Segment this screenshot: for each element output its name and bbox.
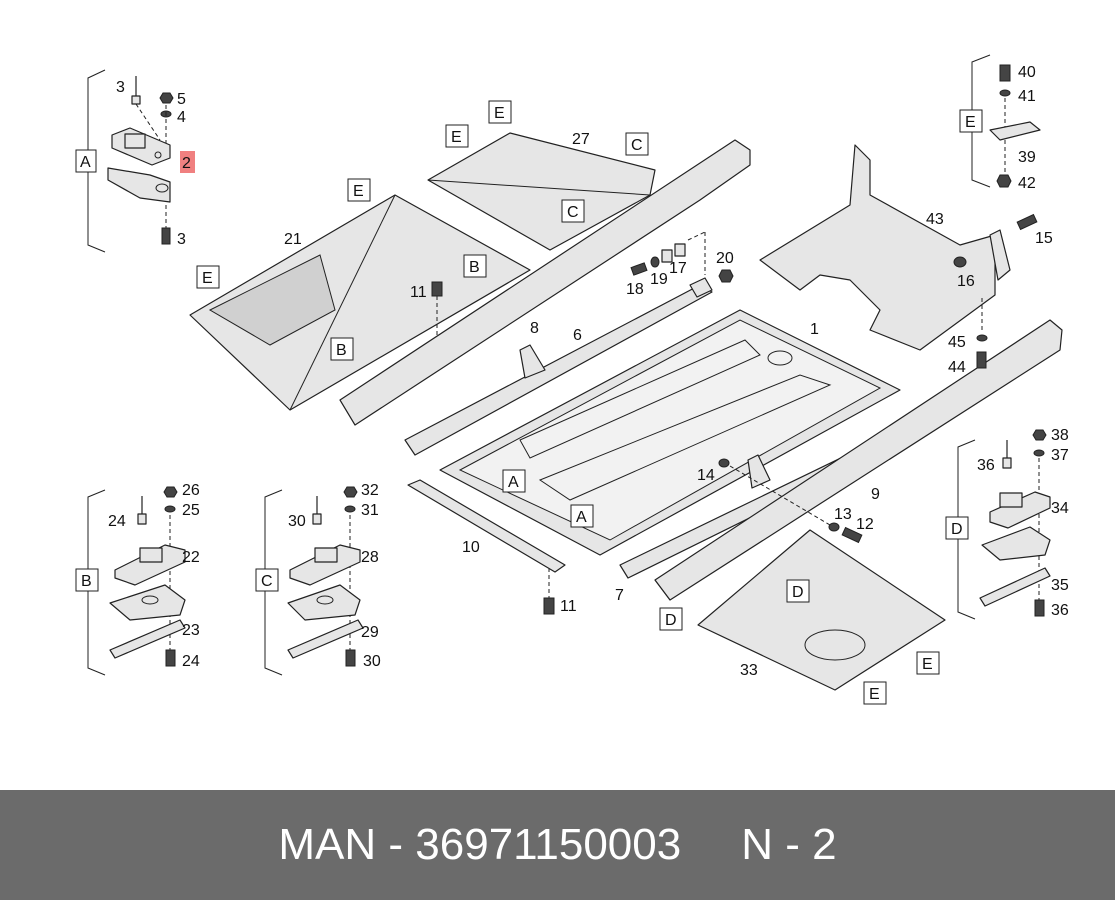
svg-text:29: 29 xyxy=(361,624,379,641)
panel-43: 43 16 15 45 44 xyxy=(759,144,1053,376)
svg-text:11: 11 xyxy=(410,284,427,301)
fasteners-12-13-14: 14 13 12 xyxy=(697,458,874,544)
rail-8: 8 xyxy=(339,139,751,426)
svg-text:A: A xyxy=(508,474,519,491)
svg-text:2: 2 xyxy=(182,155,191,172)
svg-text:37: 37 xyxy=(1051,447,1069,464)
svg-text:39: 39 xyxy=(1018,149,1036,166)
svg-text:45: 45 xyxy=(948,334,966,351)
svg-text:E: E xyxy=(353,183,364,200)
svg-text:E: E xyxy=(922,656,933,673)
svg-text:6: 6 xyxy=(573,327,582,344)
svg-text:25: 25 xyxy=(182,502,200,519)
svg-text:28: 28 xyxy=(361,549,379,566)
svg-text:43: 43 xyxy=(926,211,944,228)
svg-text:E: E xyxy=(202,270,213,287)
footer-brand: MAN xyxy=(278,820,377,869)
floor-plate-1: 1 A A xyxy=(439,309,901,556)
svg-text:A: A xyxy=(576,509,587,526)
svg-text:3: 3 xyxy=(116,79,125,96)
svg-text:4: 4 xyxy=(177,109,186,126)
rail-10: 10 xyxy=(407,479,566,573)
group-e-detail: 40 41 39 42 E xyxy=(959,54,1041,192)
svg-text:19: 19 xyxy=(650,271,668,288)
svg-text:31: 31 xyxy=(361,502,379,519)
bolt-11-upper: 11 xyxy=(410,281,443,345)
svg-text:30: 30 xyxy=(288,513,306,530)
svg-text:40: 40 xyxy=(1018,64,1036,81)
highlight-part-2 xyxy=(180,151,195,173)
parts-diagram: 3 5 4 2 3 A 21 E E B B 11 27 E E C C xyxy=(75,54,1069,705)
svg-text:A: A xyxy=(80,154,91,171)
svg-text:36: 36 xyxy=(1051,602,1069,619)
svg-text:36: 36 xyxy=(977,457,995,474)
bolt-11-lower: 11 xyxy=(543,568,577,615)
svg-text:15: 15 xyxy=(1035,230,1053,247)
group-b-detail: 26 25 24 22 23 24 B xyxy=(75,482,200,676)
svg-text:C: C xyxy=(631,137,643,154)
footer-position-separator: - xyxy=(785,820,800,869)
svg-text:B: B xyxy=(469,259,480,276)
svg-text:D: D xyxy=(665,612,677,629)
panel-33: 33 D D E E xyxy=(659,529,946,705)
svg-text:B: B xyxy=(336,342,347,359)
svg-text:E: E xyxy=(451,129,462,146)
footer-banner: MAN - 36971150003 N - 2 xyxy=(0,790,1115,900)
fasteners-17-20: 18 19 17 20 xyxy=(626,231,734,298)
svg-text:34: 34 xyxy=(1051,500,1069,517)
svg-text:C: C xyxy=(567,204,579,221)
footer-part-number: 36971150003 xyxy=(415,820,682,869)
svg-text:24: 24 xyxy=(108,513,126,530)
svg-text:C: C xyxy=(261,573,273,590)
rail-6: 6 xyxy=(404,284,713,456)
svg-text:7: 7 xyxy=(615,587,624,604)
svg-text:10: 10 xyxy=(462,539,480,556)
svg-text:17: 17 xyxy=(669,260,687,277)
svg-text:30: 30 xyxy=(363,653,381,670)
panel-27: 27 E E C C xyxy=(427,100,656,251)
section-label-a: A xyxy=(75,149,97,173)
svg-text:21: 21 xyxy=(284,231,302,248)
svg-text:5: 5 xyxy=(177,91,186,108)
svg-text:E: E xyxy=(494,105,505,122)
svg-text:38: 38 xyxy=(1051,427,1069,444)
svg-text:14: 14 xyxy=(697,467,715,484)
svg-text:18: 18 xyxy=(626,281,644,298)
footer-separator: - xyxy=(388,820,404,869)
svg-text:E: E xyxy=(869,686,880,703)
svg-text:16: 16 xyxy=(957,273,975,290)
svg-text:24: 24 xyxy=(182,653,200,670)
svg-text:26: 26 xyxy=(182,482,200,499)
svg-text:E: E xyxy=(965,114,976,131)
svg-text:27: 27 xyxy=(572,131,590,148)
svg-text:8: 8 xyxy=(530,320,539,337)
svg-text:41: 41 xyxy=(1018,88,1036,105)
svg-text:9: 9 xyxy=(871,486,880,503)
svg-text:23: 23 xyxy=(182,622,200,639)
svg-text:32: 32 xyxy=(361,482,379,499)
svg-text:22: 22 xyxy=(182,549,200,566)
group-d-detail: 38 37 36 34 35 36 D xyxy=(945,427,1069,620)
svg-text:3: 3 xyxy=(177,231,186,248)
group-c-detail: 32 31 30 28 29 30 C xyxy=(255,482,381,676)
svg-text:D: D xyxy=(792,584,804,601)
svg-text:44: 44 xyxy=(948,359,966,376)
svg-text:42: 42 xyxy=(1018,175,1036,192)
svg-text:20: 20 xyxy=(716,250,734,267)
panel-21: 21 E E B B xyxy=(189,178,531,411)
footer-position-number: 2 xyxy=(812,820,837,869)
svg-text:13: 13 xyxy=(834,506,852,523)
footer-position-prefix: N xyxy=(741,820,773,869)
svg-text:11: 11 xyxy=(560,598,577,615)
group-a-detail: 3 5 4 2 3 A xyxy=(75,69,195,253)
svg-text:12: 12 xyxy=(856,516,874,533)
svg-text:B: B xyxy=(81,573,92,590)
svg-text:33: 33 xyxy=(740,662,758,679)
svg-text:1: 1 xyxy=(810,321,819,338)
svg-text:35: 35 xyxy=(1051,577,1069,594)
svg-text:D: D xyxy=(951,521,963,538)
